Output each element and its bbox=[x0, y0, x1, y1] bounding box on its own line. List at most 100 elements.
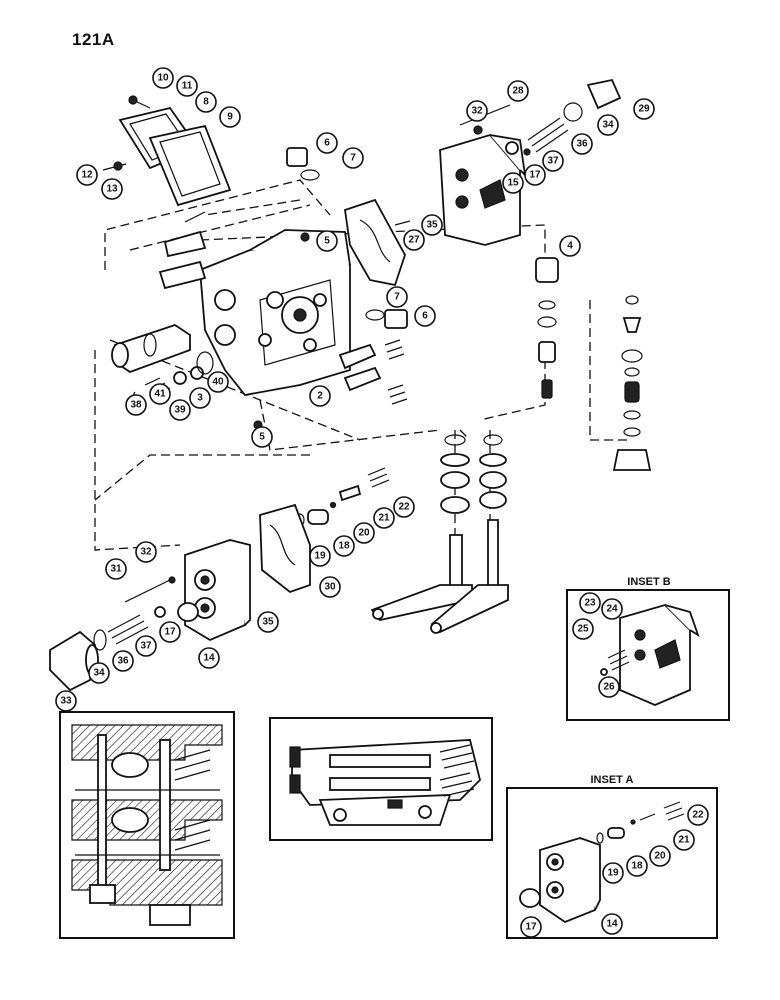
callout-40: 40 bbox=[207, 371, 229, 393]
callout-14: 14 bbox=[198, 647, 220, 669]
callout-21: 21 bbox=[373, 507, 395, 529]
callout-2: 2 bbox=[309, 385, 331, 407]
inset-b-callout-24: 24 bbox=[601, 598, 623, 620]
svg-text:38: 38 bbox=[130, 400, 142, 411]
callout-12: 12 bbox=[76, 164, 98, 186]
svg-text:18: 18 bbox=[338, 541, 350, 552]
svg-text:21: 21 bbox=[678, 835, 690, 846]
callout-18: 18 bbox=[333, 535, 355, 557]
callout-38: 38 bbox=[125, 394, 147, 416]
svg-text:36: 36 bbox=[117, 656, 129, 667]
plug-upper bbox=[286, 147, 320, 181]
callout-27: 27 bbox=[403, 229, 425, 251]
callout-13: 13 bbox=[101, 178, 123, 200]
svg-text:5: 5 bbox=[324, 236, 330, 247]
callout-5-lower: 5 bbox=[251, 426, 273, 448]
fitting-29 bbox=[505, 78, 622, 156]
svg-text:2: 2 bbox=[317, 391, 323, 402]
svg-text:17: 17 bbox=[529, 170, 541, 181]
callout-19: 19 bbox=[309, 545, 331, 567]
svg-text:36: 36 bbox=[576, 139, 588, 150]
svg-text:32: 32 bbox=[140, 547, 152, 558]
callout-17: 17 bbox=[524, 164, 546, 186]
callout-17-lower: 17 bbox=[159, 621, 181, 643]
svg-text:6: 6 bbox=[324, 138, 330, 149]
svg-text:20: 20 bbox=[358, 528, 370, 539]
poppets bbox=[253, 220, 411, 430]
svg-text:12: 12 bbox=[81, 170, 93, 181]
svg-text:17: 17 bbox=[164, 627, 176, 638]
cover-plate-group bbox=[102, 95, 232, 207]
svg-text:28: 28 bbox=[512, 86, 524, 97]
callout-37-lower: 37 bbox=[135, 635, 157, 657]
svg-text:29: 29 bbox=[638, 104, 650, 115]
svg-text:22: 22 bbox=[398, 502, 410, 513]
inset-a-callout-18: 18 bbox=[626, 855, 648, 877]
control-levers bbox=[370, 519, 509, 634]
svg-text:14: 14 bbox=[606, 919, 618, 930]
inset-a-callout-17: 17 bbox=[520, 916, 542, 938]
svg-text:31: 31 bbox=[110, 564, 122, 575]
valve-stack-4 bbox=[535, 257, 559, 399]
callout-33: 33 bbox=[55, 690, 77, 712]
svg-text:11: 11 bbox=[182, 81, 193, 92]
svg-text:18: 18 bbox=[631, 861, 643, 872]
svg-text:8: 8 bbox=[203, 97, 209, 108]
svg-text:41: 41 bbox=[154, 389, 166, 400]
callout-5-upper: 5 bbox=[316, 230, 338, 252]
svg-text:24: 24 bbox=[606, 604, 618, 615]
callout-36-lower: 36 bbox=[112, 650, 134, 672]
svg-text:9: 9 bbox=[227, 112, 233, 123]
svg-text:37: 37 bbox=[140, 641, 152, 652]
svg-text:7: 7 bbox=[394, 292, 400, 303]
callout-20: 20 bbox=[353, 522, 375, 544]
svg-text:33: 33 bbox=[60, 696, 72, 707]
svg-text:39: 39 bbox=[174, 405, 186, 416]
callout-9: 9 bbox=[219, 106, 241, 128]
callout-37: 37 bbox=[542, 150, 564, 172]
inset-b-callout-26: 26 bbox=[598, 676, 620, 698]
callout-7-lower: 7 bbox=[386, 286, 408, 308]
svg-text:26: 26 bbox=[603, 682, 615, 693]
end-cover-right bbox=[439, 104, 527, 246]
callout-34-lower: 34 bbox=[88, 662, 110, 684]
svg-text:14: 14 bbox=[203, 653, 215, 664]
callout-22: 22 bbox=[393, 496, 415, 518]
svg-text:35: 35 bbox=[262, 617, 274, 628]
svg-text:34: 34 bbox=[602, 120, 614, 131]
gasket bbox=[148, 124, 232, 207]
callout-32: 32 bbox=[466, 100, 488, 122]
svg-text:17: 17 bbox=[525, 922, 537, 933]
inset-a-callout-22: 22 bbox=[687, 804, 709, 826]
svg-text:35: 35 bbox=[426, 220, 438, 231]
callout-4: 4 bbox=[559, 235, 581, 257]
svg-text:37: 37 bbox=[547, 156, 559, 167]
callout-3: 3 bbox=[189, 387, 211, 409]
callout-35-lower: 35 bbox=[257, 611, 279, 633]
svg-text:21: 21 bbox=[378, 513, 390, 524]
page-label: 121A bbox=[72, 30, 115, 49]
svg-text:23: 23 bbox=[584, 598, 596, 609]
callout-28: 28 bbox=[507, 80, 529, 102]
svg-text:40: 40 bbox=[212, 377, 224, 388]
callout-39: 39 bbox=[169, 399, 191, 421]
svg-text:22: 22 bbox=[692, 810, 704, 821]
end-cover-lower bbox=[107, 503, 311, 645]
inset-a: INSET A 22 21 20 18 19 14 17 bbox=[506, 774, 718, 939]
svg-text:10: 10 bbox=[157, 73, 169, 84]
svg-text:19: 19 bbox=[607, 868, 619, 879]
elbow-fitting-33 bbox=[49, 629, 107, 692]
svg-text:19: 19 bbox=[314, 551, 326, 562]
plug-lower bbox=[365, 309, 408, 329]
callout-31: 31 bbox=[105, 558, 127, 580]
valve-body bbox=[158, 211, 351, 396]
svg-text:25: 25 bbox=[577, 624, 589, 635]
inset-a-label: INSET A bbox=[591, 774, 634, 786]
callout-15: 15 bbox=[502, 172, 524, 194]
inset-a-callout-14: 14 bbox=[601, 913, 623, 935]
callout-6-lower: 6 bbox=[414, 305, 436, 327]
svg-text:15: 15 bbox=[507, 178, 519, 189]
callout-10: 10 bbox=[152, 67, 174, 89]
section-view-center bbox=[269, 717, 493, 841]
valve-stack-right bbox=[612, 295, 652, 471]
